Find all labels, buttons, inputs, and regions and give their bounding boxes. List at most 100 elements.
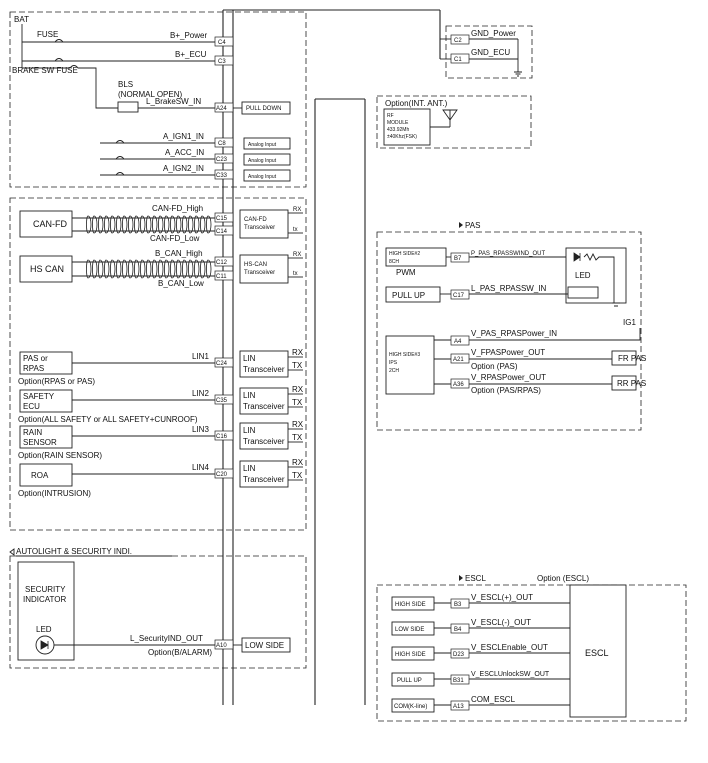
pin-b7 xyxy=(450,252,470,263)
pin-a21 xyxy=(450,353,470,364)
ign1-label: A_IGN1_IN xyxy=(163,132,204,141)
analog-inputs: A_IGN1_IN C8 Analog Input A_ACC_IN C23 A… xyxy=(100,132,291,182)
hs-can-rx: RX xyxy=(293,252,301,258)
option-escl-label: Option (ESCL) xyxy=(537,574,589,583)
pin-c12-label: C12 xyxy=(216,260,228,266)
v-pas-power-wire xyxy=(469,328,641,341)
pin-c15 xyxy=(214,212,234,223)
bat-label: BAT xyxy=(14,15,29,24)
can-fd-twisted-pair xyxy=(86,215,212,234)
lin1-tx: TX xyxy=(292,361,303,370)
pin-a24 xyxy=(214,102,234,113)
lin2-label: LIN2 xyxy=(192,389,209,398)
pin-c16 xyxy=(214,430,234,441)
ign1-fuse xyxy=(115,140,125,144)
pas-led-diode-icon xyxy=(573,252,581,262)
bls-label: BLS xyxy=(118,80,133,89)
pin-c17 xyxy=(450,289,470,300)
pin-a4 xyxy=(450,335,470,346)
ground-icon xyxy=(514,71,522,77)
power-section-box xyxy=(9,11,307,188)
safety-ecu-box xyxy=(19,389,73,413)
analog-input-label-1: Analog Input xyxy=(248,142,277,148)
transceiver-label-4: Transceiver xyxy=(243,475,285,484)
option-int-ant-label: Option(INT. ANT.) xyxy=(385,99,448,108)
lin-transceiver-4 xyxy=(239,460,289,488)
pin-c33 xyxy=(214,169,234,180)
pin-c17-label: C17 xyxy=(453,293,465,299)
pin-c20-label: C20 xyxy=(216,472,228,478)
rain-sensor-box xyxy=(19,425,73,449)
rpas-label: RPAS xyxy=(23,364,44,373)
acc-fuse xyxy=(115,156,125,160)
pin-c3 xyxy=(214,55,234,66)
pull-up-label: PULL UP xyxy=(392,291,425,300)
v-pas-power-label: V_PAS_RPASPower_IN xyxy=(471,329,557,338)
pin-c15-label: C15 xyxy=(216,216,228,222)
pin-c23 xyxy=(214,153,234,164)
communication-section-box xyxy=(9,197,307,531)
escl-com-kline-label: COM(K-line) xyxy=(394,704,427,710)
v-escl-enable-label: V_ESCLEnable_OUT xyxy=(471,643,548,652)
sensor-label: SENSOR xyxy=(23,438,57,447)
lin3-tx: TX xyxy=(292,433,303,442)
pin-c8 xyxy=(214,137,234,148)
module-label: MODULE xyxy=(387,120,409,126)
ign2-fuse xyxy=(115,172,125,176)
pin-c35-label: C35 xyxy=(216,398,228,404)
lin4-tx: TX xyxy=(292,471,303,480)
can-fd-transceiver xyxy=(239,209,289,239)
fr-pas-label: FR PAS xyxy=(618,354,646,363)
gnd-power-label: GND_Power xyxy=(471,29,516,38)
ig1-label: IG1 xyxy=(623,318,636,327)
hs-can-twisted-pair xyxy=(86,259,212,279)
lin-label-3: LIN xyxy=(243,426,256,435)
pin-a10 xyxy=(214,639,234,650)
pin-d23 xyxy=(450,648,470,659)
pas-switch-icon xyxy=(567,286,599,299)
v-rpas-label: V_RPASPower_OUT xyxy=(471,373,546,382)
safety-label: SAFETY xyxy=(23,392,55,401)
low-side-box xyxy=(241,637,291,653)
option-safety-label: Option(ALL SAFETY or ALL SAFETY+CUNROOF) xyxy=(18,415,198,424)
escl-pull-up-label: PULL UP xyxy=(397,678,422,684)
transceiver-label-1: Transceiver xyxy=(243,365,285,374)
lin-label-4: LIN xyxy=(243,464,256,473)
hs-can-label: HS CAN xyxy=(30,264,64,274)
pin-c35 xyxy=(214,394,234,405)
option-pas-label: Option (PAS) xyxy=(471,362,518,371)
pull-down-box xyxy=(241,101,291,115)
escl-high-side-label-2: HIGH SIDE xyxy=(395,652,426,658)
pas-section-box xyxy=(376,231,642,431)
escl-module-label: ESCL xyxy=(585,648,609,658)
antenna-icon xyxy=(442,109,458,127)
escl-low-side-label: LOW SIDE xyxy=(395,627,424,633)
escl-pull-up-box xyxy=(391,672,435,687)
pas-ground-icon xyxy=(612,302,620,307)
roa-box xyxy=(19,463,73,487)
fuse-symbol-2 xyxy=(54,58,64,62)
pin-b31-label: B31 xyxy=(453,678,464,684)
autolight-arrow-icon xyxy=(9,548,15,556)
pin-a10-label: A10 xyxy=(216,643,227,649)
ground-section-box xyxy=(445,25,533,79)
hs-can-box xyxy=(19,255,73,283)
option-rain-label: Option(RAIN SENSOR) xyxy=(18,451,102,460)
hs-can-transceiver-label-1: HS-CAN xyxy=(244,262,267,268)
lin-transceiver-3 xyxy=(239,422,289,450)
brakesw-label: L_BrakeSW_IN xyxy=(146,97,201,106)
pin-c24 xyxy=(214,357,234,368)
fr-pas-box xyxy=(611,350,637,366)
pin-c12 xyxy=(214,256,234,267)
option-pas-rpas-label: Option (PAS/RPAS) xyxy=(471,386,541,395)
v-escl-plus-label: V_ESCL(+)_OUT xyxy=(471,593,533,602)
pas-section-label: PAS xyxy=(465,221,480,230)
escl-com-kline-box xyxy=(391,698,435,713)
lin-transceiver-1 xyxy=(239,350,289,378)
can-fd-low-label: CAN-FD_Low xyxy=(150,234,200,243)
pas-led-label: LED xyxy=(575,271,591,280)
option-intrusion-label: Option(INTRUSION) xyxy=(18,489,91,498)
pin-c16-label: C16 xyxy=(216,434,228,440)
indicator-label: INDICATOR xyxy=(23,595,66,604)
fuse-label: FUSE xyxy=(37,30,58,39)
